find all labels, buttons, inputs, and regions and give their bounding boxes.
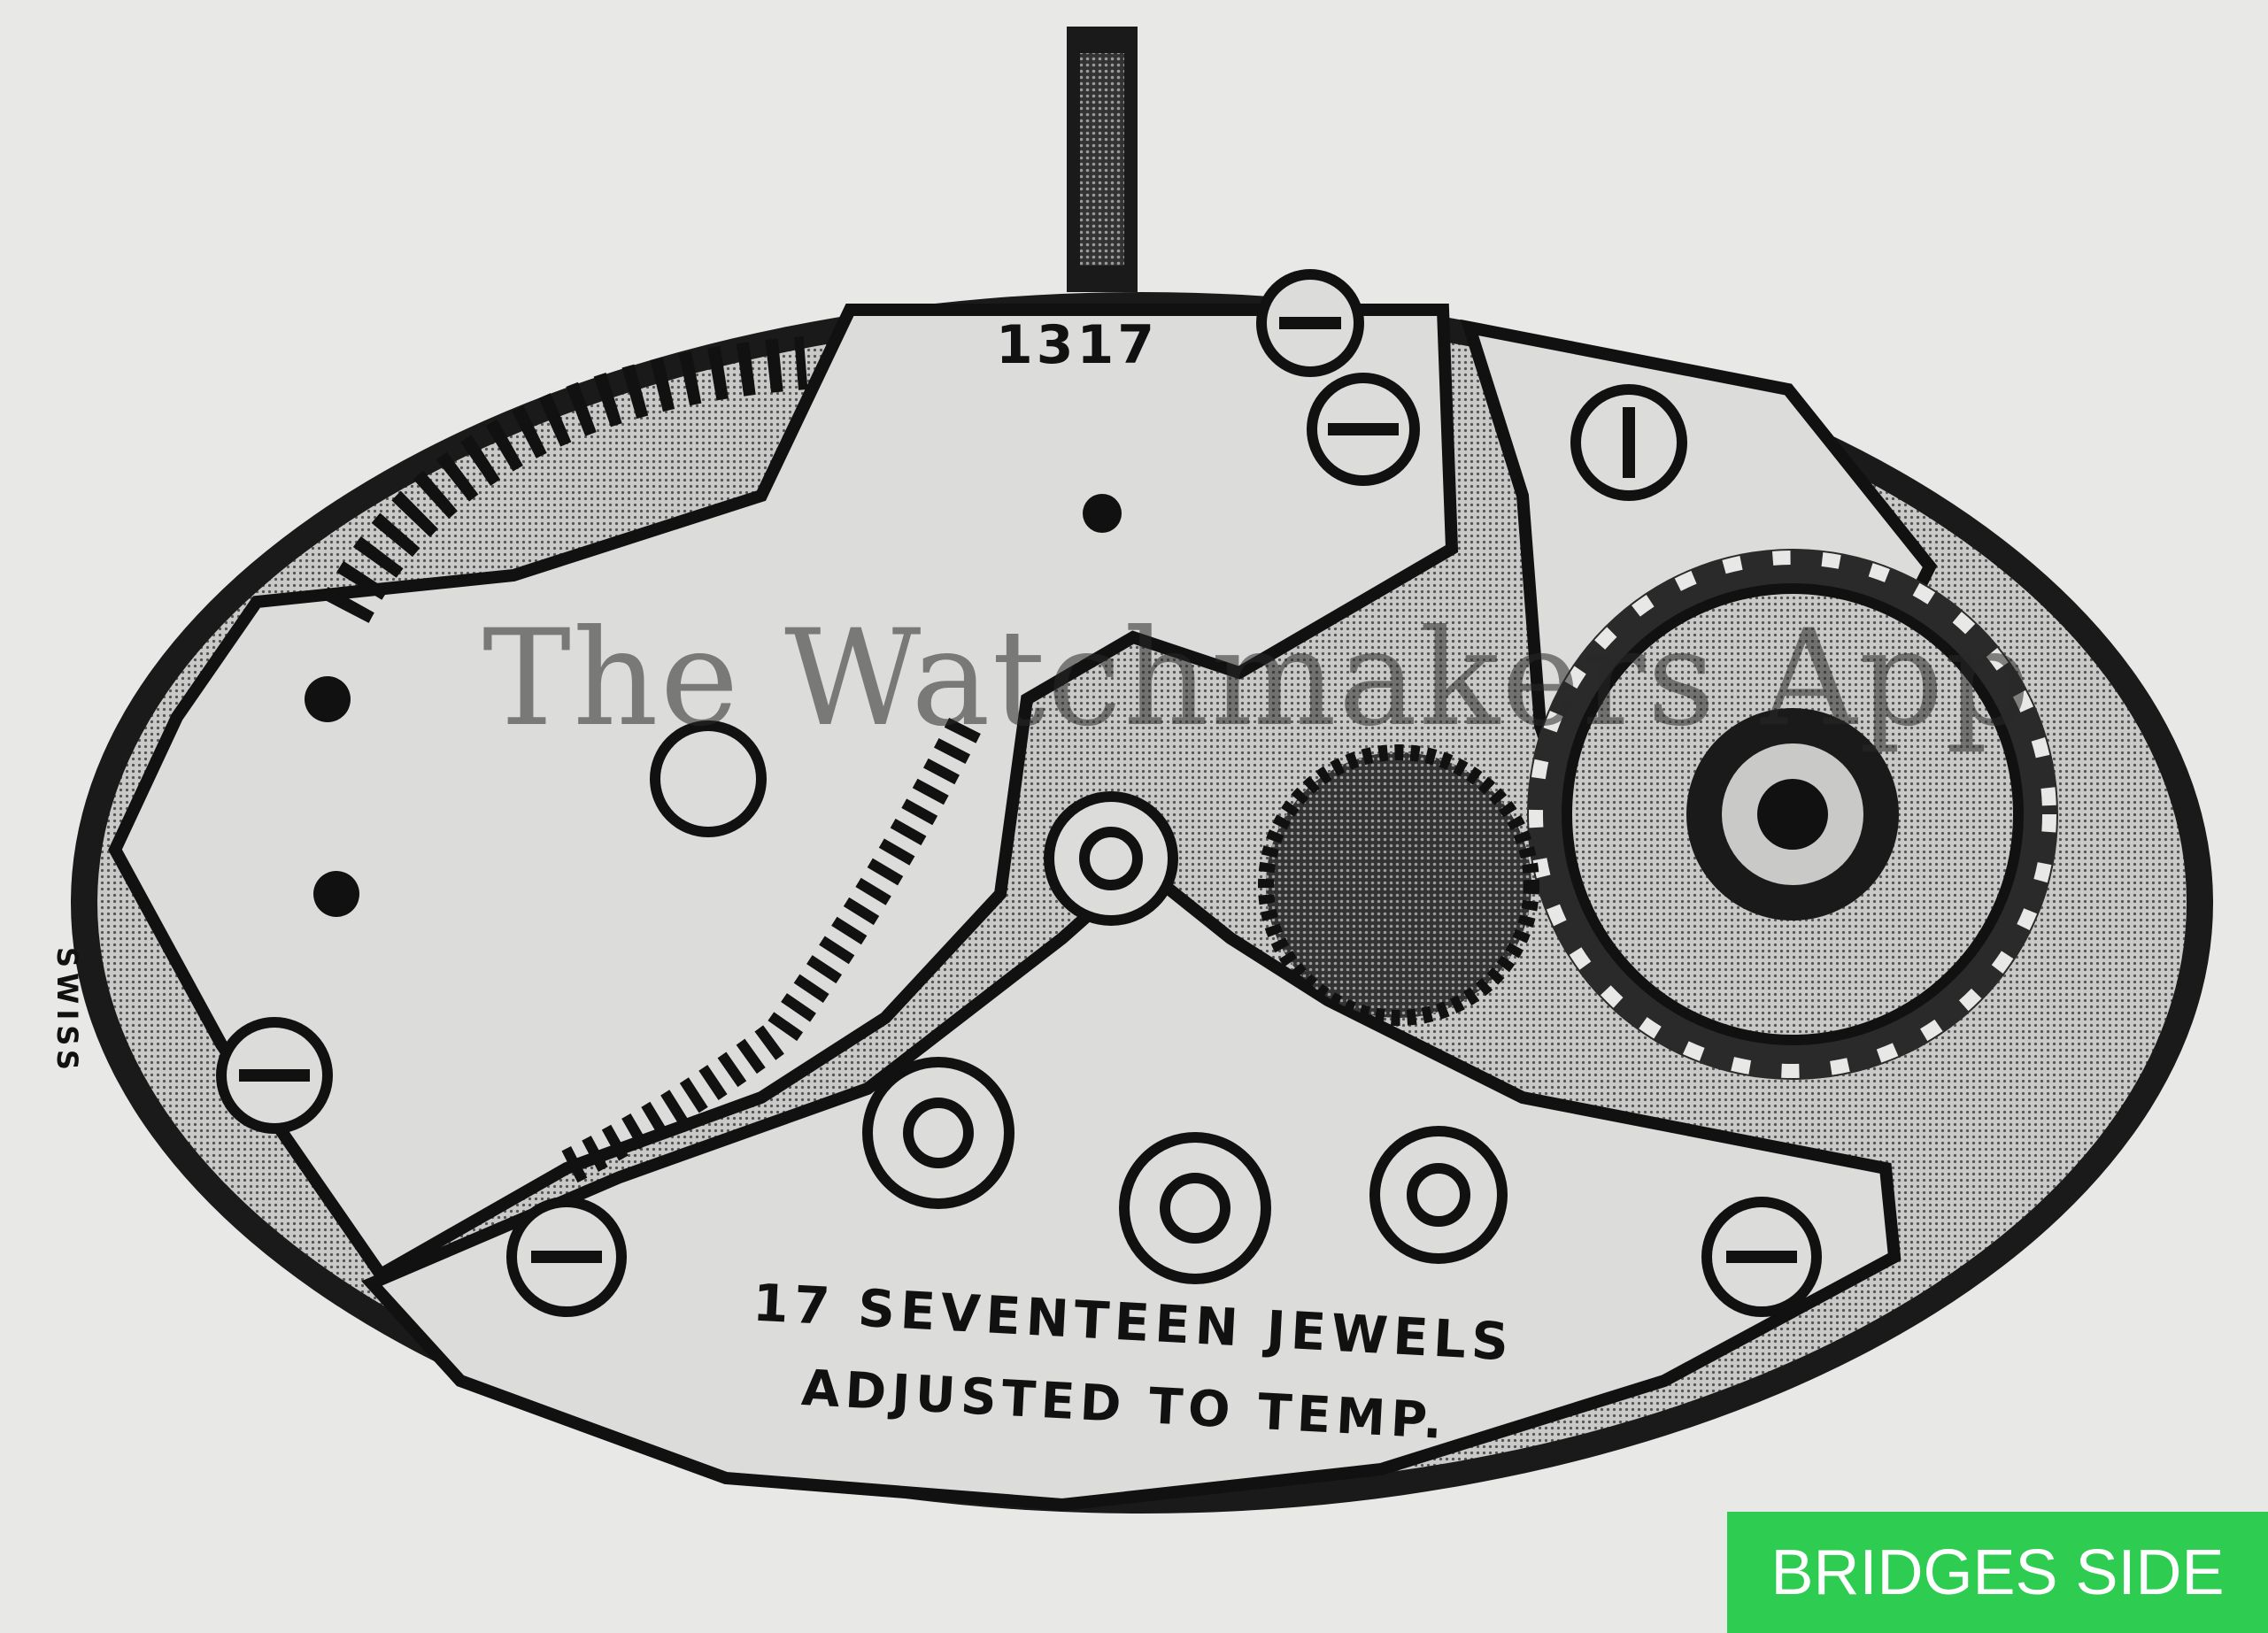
- jewel-hole: [650, 720, 767, 837]
- screw-slots: [239, 317, 1797, 1263]
- jewel-hole: [1044, 791, 1178, 926]
- jewel-hole: [1119, 1132, 1271, 1284]
- winding-stem: [1067, 27, 1138, 292]
- watermark: The Watchmakers App: [482, 602, 2033, 756]
- escape-wheel: [1258, 744, 1539, 1026]
- train-wheel: [559, 718, 981, 1184]
- movement-number: 1317: [996, 314, 1158, 376]
- balance-wheel: [1527, 549, 2058, 1080]
- jewel-hole: [1369, 1126, 1508, 1264]
- barrel-wheel: [321, 336, 808, 623]
- jewel-hole: [862, 1057, 1014, 1209]
- bridges-side-badge: BRIDGES SIDE: [1727, 1512, 2268, 1633]
- swiss-mark: SWISS: [50, 947, 84, 1075]
- jewel-settings: [650, 720, 1508, 1284]
- plate-pins: [305, 494, 1122, 917]
